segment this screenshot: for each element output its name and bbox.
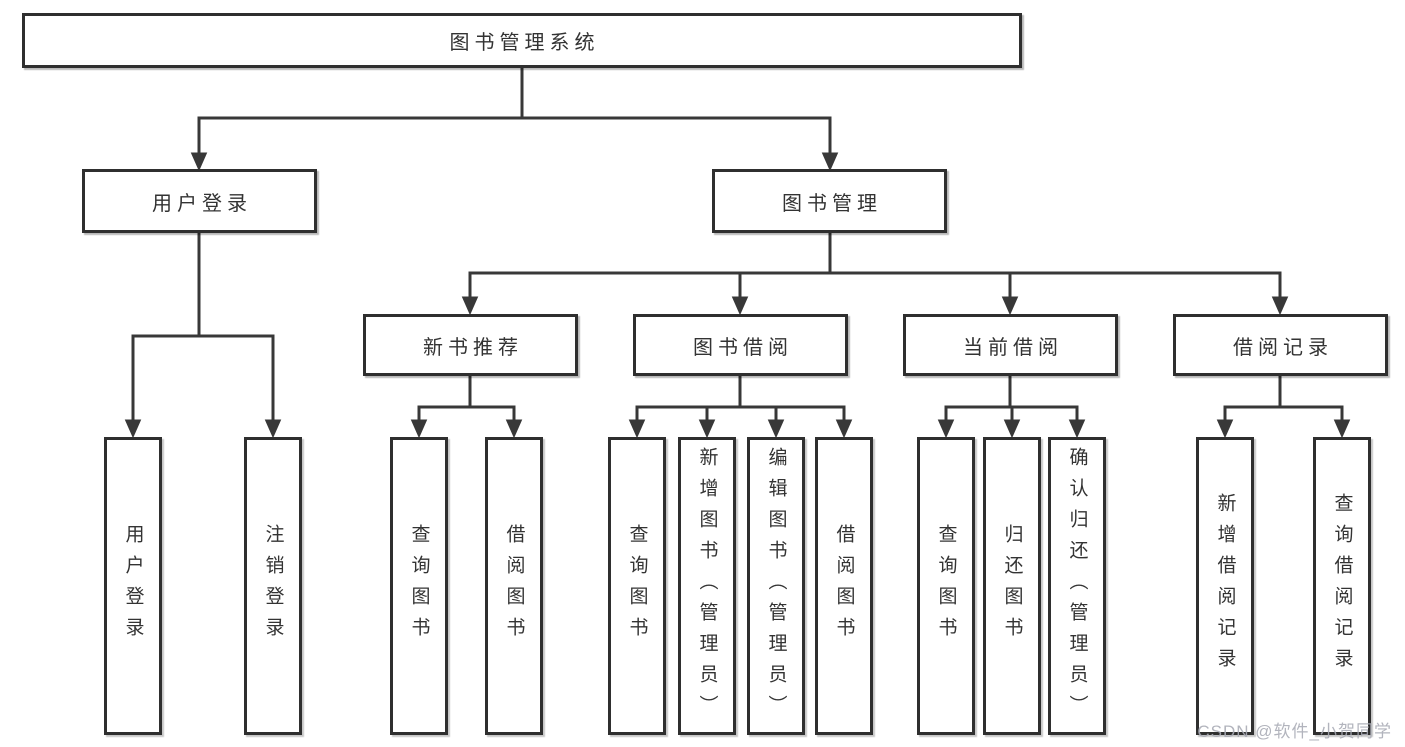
leaf-borrow-books-recommend: 借阅图书 [485,437,543,735]
node-book-management: 图书管理 [712,169,947,233]
leaf-edit-books-admin: 编辑图书（管理员） [747,437,805,735]
leaf-return-books: 归还图书 [983,437,1041,735]
node-library-management-system: 图书管理系统 [22,13,1022,68]
node-book-borrowing: 图书借阅 [633,314,848,376]
leaf-logout: 注销登录 [244,437,302,735]
leaf-query-books-borrowing: 查询图书 [608,437,666,735]
csdn-watermark: CSDN @软件_小贺同学 [1197,722,1392,741]
leaf-query-borrow-record: 查询借阅记录 [1313,437,1371,735]
leaf-borrow-books-borrowing: 借阅图书 [815,437,873,735]
leaf-user-login: 用户登录 [104,437,162,735]
node-new-book-recommend: 新书推荐 [363,314,578,376]
leaf-confirm-return-admin: 确认归还（管理员） [1048,437,1106,735]
leaf-query-books-current: 查询图书 [917,437,975,735]
leaf-add-borrow-record: 新增借阅记录 [1196,437,1254,735]
leaf-query-books-recommend: 查询图书 [390,437,448,735]
node-borrow-records: 借阅记录 [1173,314,1388,376]
leaf-add-books-admin: 新增图书（管理员） [678,437,736,735]
node-user-login: 用户登录 [82,169,317,233]
node-current-borrowing: 当前借阅 [903,314,1118,376]
